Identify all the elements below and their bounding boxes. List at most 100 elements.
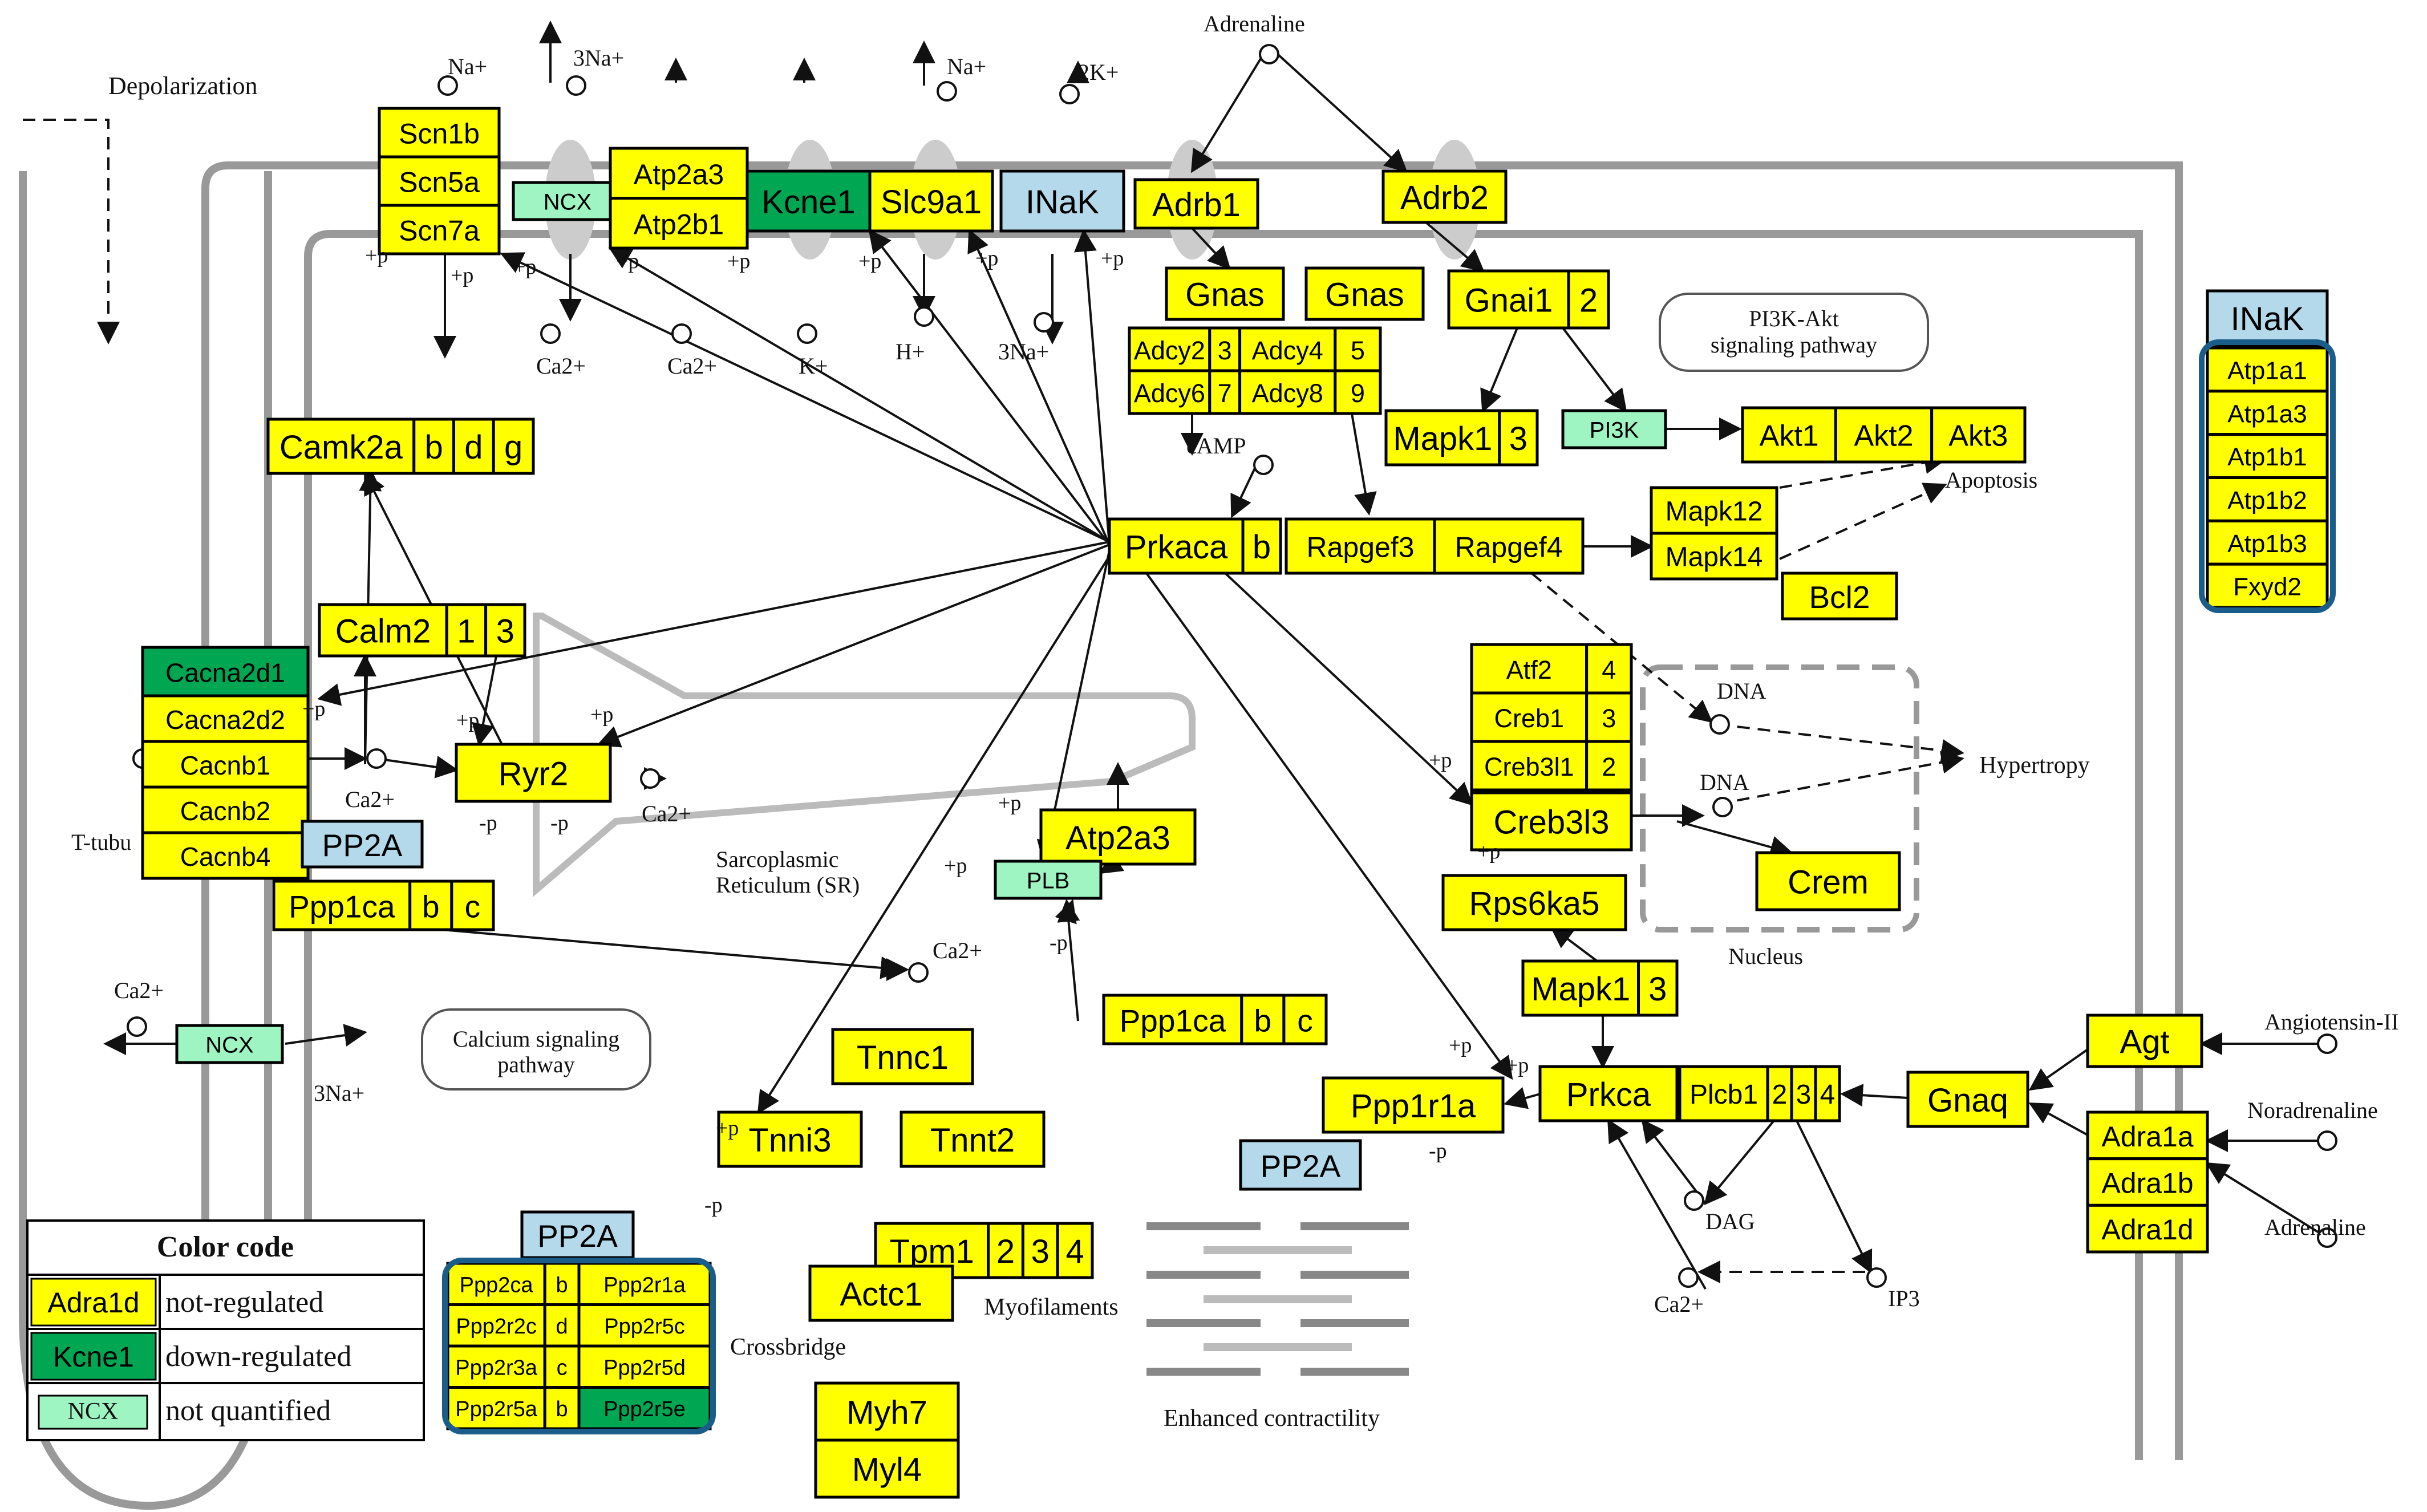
gene-label: Akt1 <box>1760 420 1819 453</box>
gene-label: b <box>422 889 440 925</box>
node-gnas1[interactable]: Gnas <box>1165 266 1285 321</box>
node-rps6ka5[interactable]: Rps6ka5 <box>1441 874 1627 931</box>
svg-text:+p: +p <box>1477 840 1500 864</box>
node-atp2a3_sr[interactable]: Atp2a3 <box>1039 808 1197 866</box>
node-cacna[interactable]: Cacna2d1 <box>141 646 310 698</box>
edge <box>1145 572 1513 1080</box>
gene-label: Tpm1 <box>890 1233 974 1270</box>
svg-text:+p: +p <box>302 697 325 721</box>
edge <box>1562 327 1627 413</box>
node-gnai[interactable]: Gnai1 2 <box>1447 269 1610 330</box>
node-cell-bg <box>1433 517 1585 575</box>
node-tnni3[interactable]: Tnni3 <box>717 1110 863 1168</box>
gene-label: Mapk1 <box>1531 971 1630 1008</box>
gene-label: b <box>1254 1003 1272 1039</box>
edge <box>1779 451 1947 489</box>
k-label: K+ <box>799 353 828 379</box>
gene-label: Cacna2d1 <box>165 658 285 688</box>
node-cell-bg <box>141 831 310 880</box>
node-bcl2[interactable]: Bcl2 <box>1781 571 1898 621</box>
gene-label: Adcy4 <box>1252 336 1323 365</box>
node-cell-bg <box>1755 851 1901 911</box>
node-gnas2[interactable]: Gnas <box>1304 266 1425 321</box>
metabolite-circle <box>2317 1227 2337 1248</box>
gene-label: PLB <box>1027 869 1070 894</box>
metabolite-circle <box>937 81 957 102</box>
node-cell-bg <box>1498 409 1539 467</box>
node-inak_right[interactable]: INaK <box>2206 289 2329 347</box>
node-ryr2[interactable]: Ryr2 <box>455 743 612 803</box>
node-slc9a1[interactable]: Slc9a1 <box>868 169 994 233</box>
gene-label: Gnai1 <box>1465 282 1553 319</box>
node-creb3l3[interactable]: Creb3l3 <box>1470 791 1633 852</box>
node-pp2a_1[interactable]: PP2A <box>301 820 424 869</box>
edge <box>1425 221 1485 273</box>
node-kcne1[interactable]: Kcne1 <box>745 169 872 233</box>
myofilaments-label: Myofilaments <box>984 1294 1119 1320</box>
edge <box>317 541 1110 706</box>
node-ncx_low[interactable]: NCX <box>175 1024 284 1064</box>
gene-label: g <box>504 429 522 466</box>
gene-label: 2 <box>1579 282 1598 319</box>
node-cell-bg <box>1165 266 1285 321</box>
node-cell-bg <box>2086 1157 2209 1207</box>
legend-sample-1: Kcne1 <box>53 1341 134 1373</box>
node-tnnt2[interactable]: Tnnt2 <box>900 1110 1046 1168</box>
node-adrb2[interactable]: Adrb2 <box>1381 169 1508 224</box>
node-cell-bg <box>1538 1065 1679 1122</box>
node-cell-bg <box>266 417 416 475</box>
node-crem[interactable]: Crem <box>1755 851 1901 911</box>
node-prkca[interactable]: Prkca <box>1538 1065 1679 1122</box>
gene-label: PI3K <box>1590 418 1639 443</box>
node-pi3k[interactable]: PI3K <box>1561 409 1667 449</box>
gene-label: 1 <box>457 613 475 650</box>
node-pp2a_2[interactable]: PP2A <box>1239 1139 1362 1191</box>
node-adrb1[interactable]: Adrb1 <box>1133 178 1259 230</box>
edge <box>1704 1120 1775 1206</box>
edge <box>441 929 903 979</box>
node-actc1[interactable]: Actc1 <box>808 1264 954 1322</box>
svg-text:-p: -p <box>550 811 569 835</box>
gene-label: Crem <box>1788 864 1869 901</box>
node-gnaq[interactable]: Gnaq <box>1906 1071 2029 1128</box>
gene-label: 5 <box>1351 336 1365 365</box>
gene-label: Ppp2r3a <box>455 1356 538 1380</box>
node-plb[interactable]: PLB <box>994 860 1103 900</box>
calcium-pathway-box[interactable] <box>421 1008 651 1091</box>
node-ppp1r1a[interactable]: Ppp1r1a <box>1322 1076 1505 1134</box>
gene-label: Cacna2d2 <box>165 705 285 735</box>
gene-label: Rapgef4 <box>1454 532 1562 564</box>
node-tnnc1[interactable]: Tnnc1 <box>831 1028 974 1085</box>
dna-label-1: DNA <box>1717 678 1766 704</box>
sarcoplasmic-reticulum <box>533 613 1196 898</box>
nucleus-outline <box>1640 664 1919 933</box>
node-cell-bg <box>1470 791 1633 852</box>
node-pp2a_3[interactable]: PP2A <box>520 1210 635 1259</box>
gene-label: Adra1b <box>2101 1168 2193 1199</box>
pi3k-akt-pathway-box[interactable] <box>1659 293 1929 372</box>
node-ncx_top[interactable]: NCX <box>512 181 623 221</box>
node-inak_top[interactable]: INaK <box>999 169 1125 233</box>
edge <box>1277 53 1408 173</box>
node-agt[interactable]: Agt <box>2086 1014 2203 1068</box>
